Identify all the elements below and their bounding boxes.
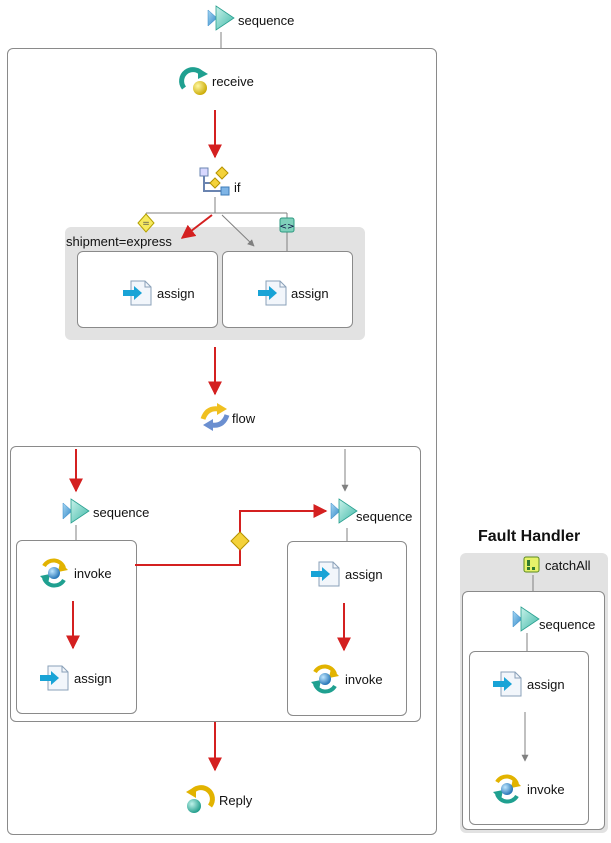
condition-diamond-icon[interactable]: =: [137, 213, 155, 233]
assign-icon: [38, 664, 70, 692]
fault-handler-title: Fault Handler: [478, 528, 581, 545]
flow-label[interactable]: flow: [232, 411, 256, 426]
invoke-icon: [38, 558, 70, 588]
invoke-left-label[interactable]: invoke: [74, 566, 112, 581]
assign-icon: [309, 560, 341, 588]
condition-label: shipment=express: [66, 234, 172, 249]
assign-left-label[interactable]: assign: [157, 286, 195, 301]
receive-label[interactable]: receive: [212, 74, 254, 89]
reply-label[interactable]: Reply: [219, 793, 253, 808]
reply-icon: [184, 784, 216, 816]
invoke-icon: [491, 774, 523, 804]
invoke-icon: [309, 664, 341, 694]
assign-icon: [256, 279, 288, 307]
invoke-right-label[interactable]: invoke: [345, 672, 383, 687]
else-icon[interactable]: <>: [279, 217, 295, 233]
if-icon: [198, 165, 230, 197]
flow-sequence-left-label[interactable]: sequence: [93, 505, 150, 520]
sequence-icon: [512, 605, 540, 633]
fault-sequence-box[interactable]: [469, 651, 589, 825]
fault-assign-label[interactable]: assign: [527, 677, 565, 692]
assign-icon: [491, 670, 523, 698]
flow-sequence-right-label[interactable]: sequence: [356, 509, 413, 524]
sequence-icon: [62, 497, 90, 525]
if-assign-right-box[interactable]: [222, 251, 353, 328]
svg-text:=: =: [142, 219, 150, 229]
assign-flow-left-label[interactable]: assign: [74, 671, 112, 686]
svg-text:<>: <>: [279, 222, 294, 232]
flow-sequence-right-box[interactable]: [287, 541, 407, 716]
if-label[interactable]: if: [234, 180, 241, 195]
fault-invoke-label[interactable]: invoke: [527, 782, 565, 797]
catch-label[interactable]: catchAll: [545, 558, 591, 573]
flow-icon: [199, 401, 231, 433]
link-diamond-icon[interactable]: [230, 531, 250, 551]
assign-icon: [121, 279, 153, 307]
assign-flow-right-label[interactable]: assign: [345, 567, 383, 582]
catch-icon: [523, 556, 541, 574]
top-sequence-label[interactable]: sequence: [238, 13, 295, 28]
sequence-icon: [207, 4, 235, 32]
sequence-icon: [330, 497, 358, 525]
assign-right-label[interactable]: assign: [291, 286, 329, 301]
fault-sequence-label[interactable]: sequence: [539, 617, 596, 632]
flow-sequence-left-box[interactable]: [16, 540, 137, 714]
receive-icon: [178, 66, 210, 96]
